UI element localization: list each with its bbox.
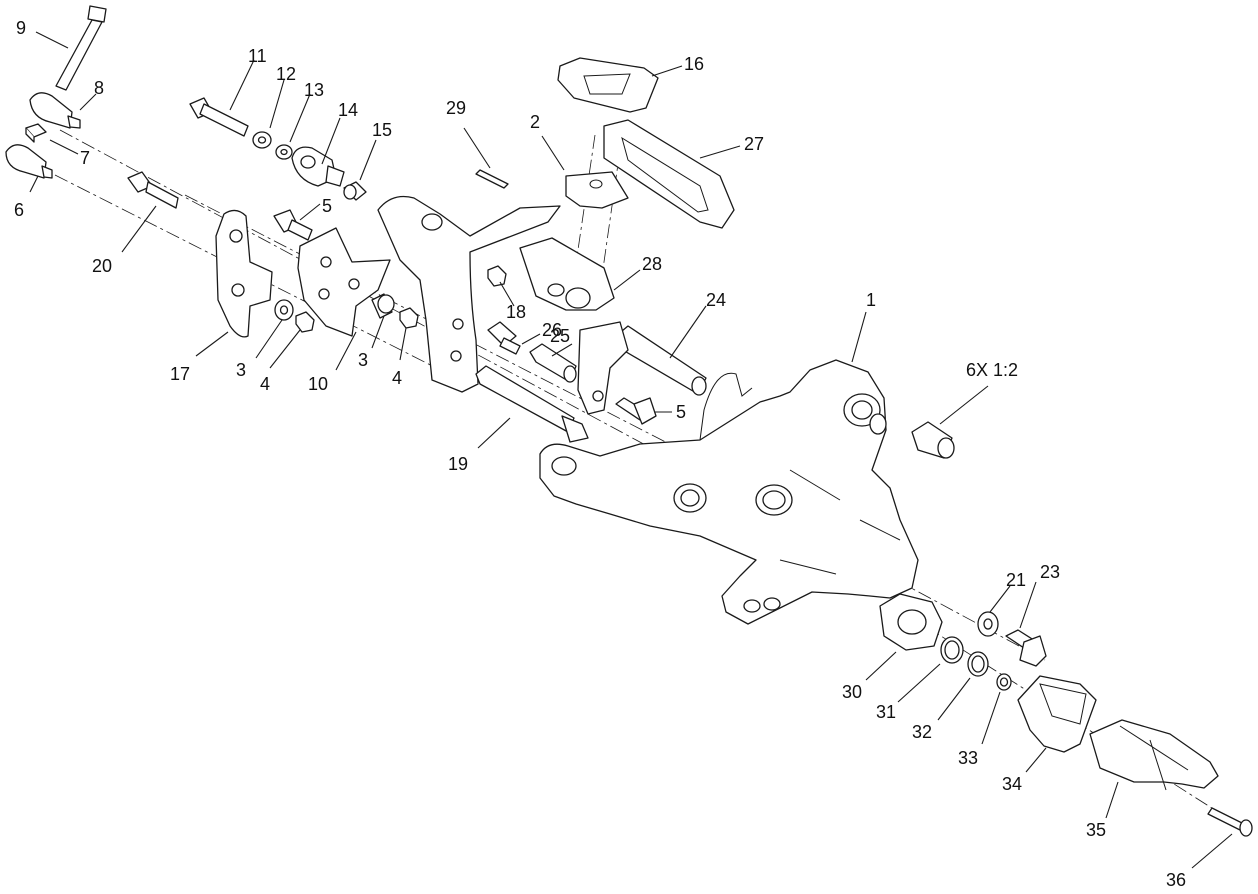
part-19-shaft <box>475 365 589 443</box>
part-30-housing <box>879 593 943 651</box>
part-17-bracket <box>215 209 273 338</box>
part-34-switch <box>1017 675 1097 753</box>
callout-labels: 9 8 7 6 11 12 13 14 15 20 5 17 3 4 10 3 … <box>14 18 1186 890</box>
part-14-rod-end <box>291 146 345 187</box>
part-35-bracket <box>1089 719 1219 791</box>
part-24-shaft <box>615 325 707 396</box>
callout-23: 23 <box>1040 562 1060 582</box>
callout-5-upper: 5 <box>322 196 332 216</box>
part-21-washer <box>977 611 999 637</box>
callout-9: 9 <box>16 18 26 38</box>
part-15-bushing <box>343 181 367 201</box>
callout-30: 30 <box>842 682 862 702</box>
callout-21: 21 <box>1006 570 1026 590</box>
part-27-pedal-pad <box>603 119 735 229</box>
part-7-spacer <box>25 123 47 143</box>
part-23-bolt <box>1005 629 1047 667</box>
part-pedal-arm <box>377 195 561 393</box>
part-3-washer-right <box>371 293 395 319</box>
callout-4-right: 4 <box>392 368 402 388</box>
part-20-bolt <box>127 171 179 209</box>
callout-8: 8 <box>94 78 104 98</box>
part-9-bolt <box>55 5 107 91</box>
part-2-pedal-plate <box>565 171 629 209</box>
callout-7: 7 <box>80 148 90 168</box>
callout-4-left: 4 <box>260 374 270 394</box>
callout-20: 20 <box>92 256 112 276</box>
part-18-nut <box>487 265 507 287</box>
callout-16: 16 <box>684 54 704 74</box>
part-12-washer <box>252 131 272 149</box>
part-28-plate <box>519 237 615 311</box>
callout-24: 24 <box>706 290 726 310</box>
callout-3-right: 3 <box>358 350 368 370</box>
part-bushing-6x <box>911 421 955 459</box>
part-25-spacer <box>529 343 577 383</box>
callout-36: 36 <box>1166 870 1186 890</box>
callout-11: 11 <box>248 46 267 66</box>
callout-5-lower: 5 <box>676 402 686 422</box>
callout-13: 13 <box>304 80 324 100</box>
callout-25: 25 <box>550 326 570 346</box>
part-29-pin <box>475 169 509 189</box>
callout-14: 14 <box>338 100 358 120</box>
part-6-rod-end <box>5 144 53 179</box>
callout-6: 6 <box>14 200 24 220</box>
callout-2: 2 <box>530 112 540 132</box>
part-26-sensor <box>487 321 521 355</box>
callout-3-left: 3 <box>236 360 246 380</box>
part-4-nut-right <box>399 307 419 329</box>
callout-35: 35 <box>1086 820 1106 840</box>
part-side-plate <box>577 321 629 415</box>
callout-29: 29 <box>446 98 466 118</box>
callout-34: 34 <box>1002 774 1022 794</box>
callout-12: 12 <box>276 64 296 84</box>
part-13-washer <box>275 144 293 160</box>
part-36-screw <box>1207 807 1253 837</box>
callout-6x: 6X 1:2 <box>966 360 1018 380</box>
part-31-washer <box>940 636 964 664</box>
callout-26: 26 <box>542 320 562 340</box>
part-8-rod-end <box>29 92 81 129</box>
part-11-bolt <box>189 97 249 137</box>
part-10-bracket <box>297 227 391 337</box>
part-3-washer-left <box>274 299 294 321</box>
callout-15: 15 <box>372 120 392 140</box>
part-1-main-frame <box>539 359 919 625</box>
callout-1: 1 <box>866 290 876 310</box>
callout-27: 27 <box>744 134 764 154</box>
callout-19: 19 <box>448 454 468 474</box>
callout-10: 10 <box>308 374 328 394</box>
part-4-nut-left <box>295 311 315 333</box>
callout-17: 17 <box>170 364 190 384</box>
callout-33: 33 <box>958 748 978 768</box>
leader-lines <box>29 31 1233 869</box>
part-33-bushing <box>996 673 1012 691</box>
part-32-snap-ring <box>967 651 989 677</box>
callout-28: 28 <box>642 254 662 274</box>
part-5-bolt-lower <box>615 397 657 425</box>
callout-32: 32 <box>912 722 932 742</box>
callout-31: 31 <box>876 702 896 722</box>
callout-18: 18 <box>506 302 526 322</box>
part-5-bolt-upper <box>273 209 313 241</box>
part-16-pedal-pad <box>557 57 659 113</box>
